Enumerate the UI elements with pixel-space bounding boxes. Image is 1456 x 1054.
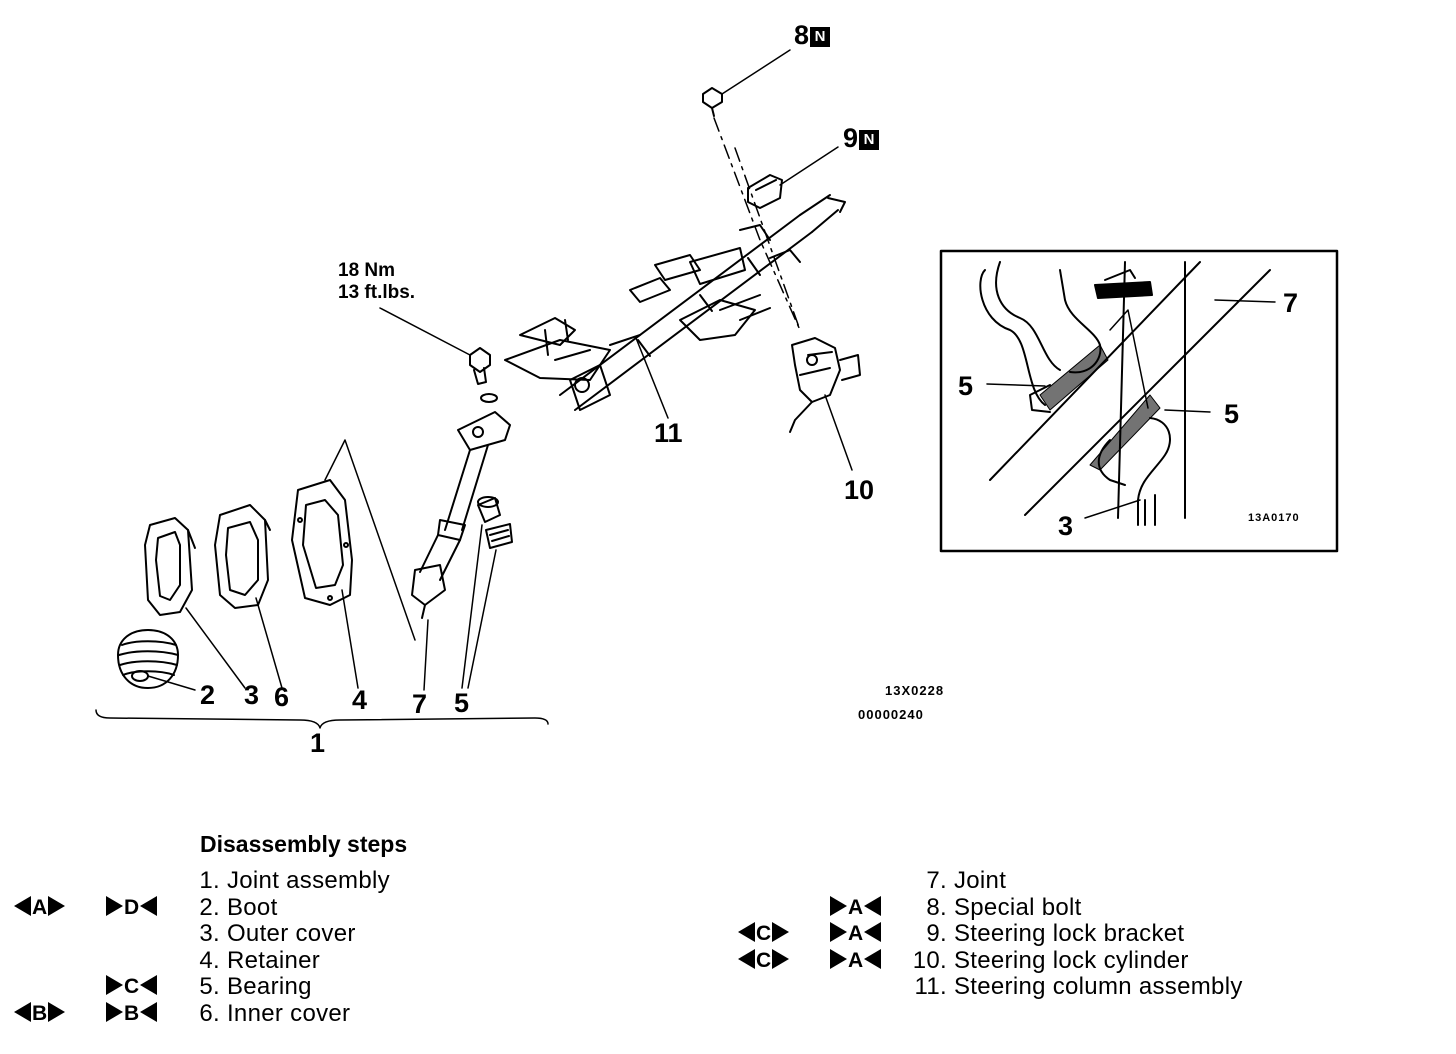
step-text: Boot bbox=[220, 893, 278, 921]
service-mark-installation: A bbox=[830, 921, 882, 947]
step-item: 6. Inner cover bbox=[190, 999, 351, 1027]
steering-lock-bracket-art bbox=[747, 174, 783, 209]
step-item: 11. Steering column assembly bbox=[905, 974, 1243, 1000]
torque-spec: 18 Nm 13 ft.lbs. bbox=[338, 260, 415, 304]
step-number: 8. bbox=[926, 893, 947, 921]
retainer-art bbox=[291, 479, 353, 606]
step-number: 4. bbox=[199, 946, 220, 974]
step-text: Inner cover bbox=[220, 999, 351, 1027]
step-number: 11. bbox=[914, 973, 947, 1000]
step-item: 5. Bearing bbox=[190, 974, 312, 1000]
callout-3: 3 bbox=[244, 680, 260, 710]
steering-lock-cylinder-art bbox=[789, 337, 861, 433]
step-text: Steering lock bracket bbox=[947, 920, 1185, 947]
outer-cover-art bbox=[144, 517, 196, 616]
torque-ftlbs: 13 ft.lbs. bbox=[338, 282, 416, 303]
figure-code-b: 00000240 bbox=[858, 707, 924, 722]
step-item: 3. Outer cover bbox=[190, 921, 356, 947]
step-number: 9. bbox=[926, 920, 947, 947]
callout-10: 10 bbox=[844, 475, 875, 505]
service-mark-installation: D bbox=[106, 895, 158, 921]
step-number: 5. bbox=[199, 973, 220, 1000]
step-text: Steering column assembly bbox=[947, 973, 1243, 1000]
figure-code-a: 13X0228 bbox=[885, 683, 945, 698]
callout-11: 11 bbox=[654, 418, 683, 448]
service-mark-removal: B bbox=[14, 1001, 66, 1027]
callout-5: 5 bbox=[454, 688, 470, 718]
inset-code: 13A0170 bbox=[1248, 512, 1300, 524]
inset-callout-3: 3 bbox=[1058, 511, 1074, 541]
service-mark-removal: C bbox=[738, 948, 790, 974]
torque-nm: 18 Nm bbox=[338, 260, 396, 281]
callout-1: 1 bbox=[310, 728, 326, 758]
step-item: 9. Steering lock bracket bbox=[905, 921, 1184, 947]
service-mark-removal: C bbox=[738, 921, 790, 947]
torque-bolt-art bbox=[469, 347, 498, 403]
special-bolt-art bbox=[702, 87, 723, 117]
step-number: 6. bbox=[199, 999, 220, 1027]
step-item: 7. Joint bbox=[905, 868, 1006, 894]
service-mark-installation: B bbox=[106, 1001, 158, 1027]
step-number: 2. bbox=[199, 893, 220, 921]
service-mark-installation: C bbox=[106, 974, 158, 1000]
step-text: Special bolt bbox=[947, 893, 1082, 921]
callout-4: 4 bbox=[352, 685, 368, 715]
step-number: 3. bbox=[199, 920, 220, 947]
steering-column-assembly bbox=[504, 194, 846, 411]
step-item: 4. Retainer bbox=[190, 946, 321, 974]
step-text: Steering lock cylinder bbox=[947, 946, 1189, 974]
callout-6: 6 bbox=[274, 682, 290, 712]
inset-callout-5-left: 5 bbox=[958, 371, 974, 401]
step-text: Retainer bbox=[220, 946, 321, 974]
inset-detail bbox=[939, 249, 1339, 553]
callout-2: 2 bbox=[200, 680, 216, 710]
step-text: Joint bbox=[947, 867, 1007, 894]
step-item: 1. Joint assembly bbox=[190, 868, 390, 894]
steps-title: Disassembly steps bbox=[200, 831, 408, 857]
inset-callout-5-right: 5 bbox=[1224, 399, 1240, 429]
step-number: 10. bbox=[912, 946, 947, 974]
step-number: 7. bbox=[926, 867, 947, 894]
service-mark-installation: A bbox=[830, 948, 882, 974]
step-text: Joint assembly bbox=[220, 867, 390, 894]
step-text: Outer cover bbox=[220, 920, 356, 947]
step-item: 2. Boot bbox=[190, 893, 278, 921]
service-mark-installation: A bbox=[830, 895, 882, 921]
bearing-art bbox=[477, 496, 513, 549]
callout-7: 7 bbox=[412, 689, 428, 719]
boot-art bbox=[117, 629, 179, 689]
step-item: 8. Special bolt bbox=[905, 893, 1082, 921]
step-item: 10. Steering lock cylinder bbox=[905, 946, 1189, 974]
inset-callout-7: 7 bbox=[1283, 288, 1299, 318]
n-badge-9: N bbox=[859, 130, 880, 150]
step-text: Bearing bbox=[220, 973, 312, 1000]
joint-art bbox=[411, 411, 511, 619]
step-number: 1. bbox=[199, 867, 220, 894]
inner-cover-art bbox=[214, 504, 271, 609]
n-badge-8: N bbox=[810, 27, 831, 47]
service-mark-removal: A bbox=[14, 895, 66, 921]
